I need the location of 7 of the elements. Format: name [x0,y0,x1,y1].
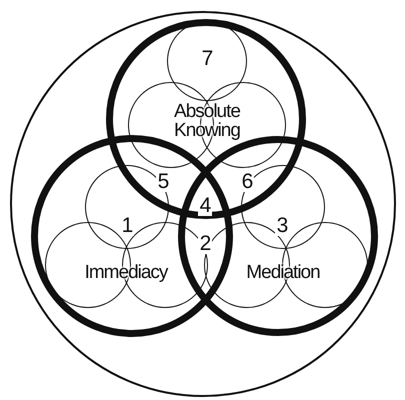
region-number: 5 [156,170,170,192]
region-number: 4 [198,194,212,216]
region-number: 3 [275,214,289,236]
region-number: 6 [240,170,254,192]
region-number: 2 [198,232,212,254]
circle [10,11,396,397]
region-number: 1 [120,214,134,236]
